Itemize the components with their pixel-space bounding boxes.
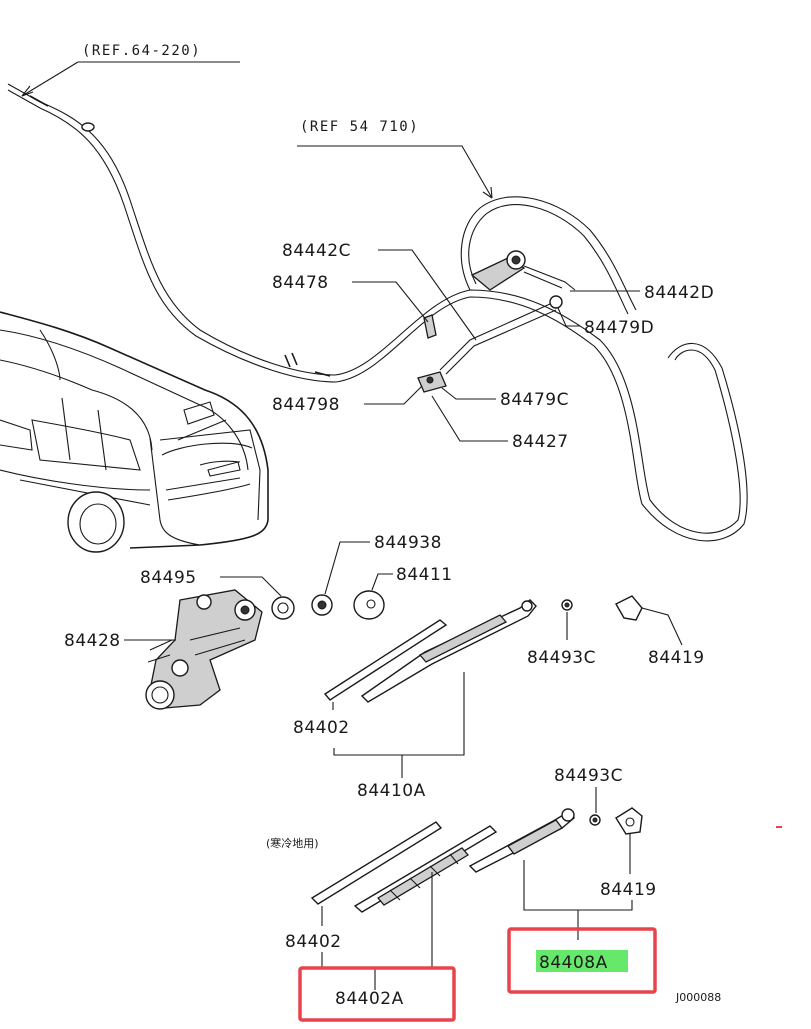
label-84402-bot: 84402 <box>285 932 342 952</box>
label-84419-top: 84419 <box>648 648 705 668</box>
label-84493B: 844938 <box>374 533 442 553</box>
ref-64-220-callout: (REF.64-220) <box>21 43 240 97</box>
label-84411: 84411 <box>396 565 453 585</box>
blade-assy-84402A <box>353 825 498 913</box>
arm-84408A <box>468 808 576 873</box>
nut-84493C-upper <box>561 599 573 611</box>
diagram-code: J000088 <box>675 991 721 1004</box>
highlight-84408A[interactable]: 84408A <box>507 927 657 994</box>
ref-54-710-label: (REF 54 710) <box>300 119 419 135</box>
grommet-84495 <box>271 596 295 620</box>
label-84410A: 84410A <box>357 781 426 801</box>
ref-54-710-callout: (REF 54 710) <box>297 119 493 199</box>
label-84495: 84495 <box>140 568 197 588</box>
label-84479B: 844798 <box>272 395 340 415</box>
washer-hose <box>7 83 748 542</box>
jp-note: (寒冷地用) <box>266 836 319 850</box>
upper-arm-leaders <box>332 607 683 778</box>
nut-84493B <box>311 594 333 616</box>
label-84408A: 84408A <box>539 953 608 973</box>
label-84442D: 84442D <box>644 283 714 303</box>
cap-84419-lower <box>615 807 643 835</box>
vehicle-outline <box>0 311 269 553</box>
label-84402A: 84402A <box>335 989 404 1009</box>
washer-nozzle-assembly <box>417 250 576 393</box>
label-84479D: 84479D <box>584 318 654 338</box>
label-84419-bot: 84419 <box>600 880 657 900</box>
label-84402-top: 84402 <box>293 718 350 738</box>
top-cluster-leaders <box>352 249 640 442</box>
upper-hose-loop <box>460 196 637 315</box>
motor-cluster-leaders <box>124 541 393 641</box>
highlight-84402A[interactable]: 84402A <box>298 966 456 1022</box>
wiper-arm-blade-upper <box>323 599 537 703</box>
label-84478: 84478 <box>272 273 329 293</box>
ref-64-220-label: (REF.64-220) <box>82 43 201 59</box>
label-84493C-bot: 84493C <box>554 766 623 786</box>
cap-84419-upper <box>615 595 643 621</box>
label-84427: 84427 <box>512 432 569 452</box>
blade-84402-lower <box>310 821 443 905</box>
cap-84411 <box>353 590 385 620</box>
label-84442C: 84442C <box>282 241 351 261</box>
label-84428: 84428 <box>64 631 121 651</box>
wiper-motor <box>145 589 263 710</box>
label-84493C-top: 84493C <box>527 648 596 668</box>
nut-84493C-lower <box>589 814 601 826</box>
label-84479C: 84479C <box>500 390 569 410</box>
